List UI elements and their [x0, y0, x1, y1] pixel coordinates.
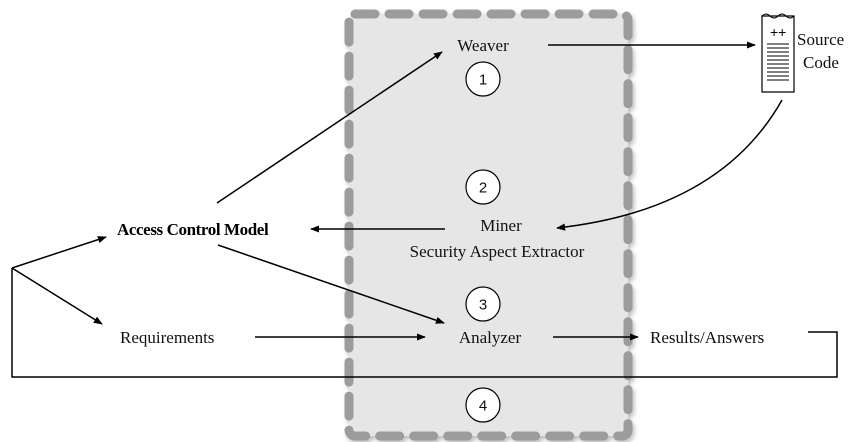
arrow-loop-to-requirements	[11, 267, 103, 325]
arrow-access-control-to-analyzer	[217, 244, 445, 324]
requirements-label: Requirements	[120, 328, 214, 347]
miner-label: Miner	[480, 216, 522, 235]
step-4-label: 4	[479, 398, 487, 415]
source-code-icon-text: ++	[770, 24, 786, 40]
tool-region-box	[344, 9, 633, 441]
access-control-model-label: Access Control Model	[117, 220, 269, 239]
step-1-label: 1	[479, 72, 487, 89]
step-2-label: 2	[479, 180, 487, 197]
step-4-marker: 4	[465, 387, 501, 423]
analyzer-label: Analyzer	[459, 328, 522, 347]
step-3-label: 3	[479, 297, 487, 314]
arrow-loop-to-access-control	[11, 236, 107, 269]
step-3-marker: 3	[465, 286, 501, 322]
source-code-document-icon: ++	[761, 13, 795, 93]
results-answers-label: Results/Answers	[650, 328, 764, 347]
step-2-marker: 2	[465, 169, 501, 205]
weaver-label: Weaver	[457, 36, 509, 55]
step-1-marker: 1	[465, 61, 501, 97]
feedback-loop-line	[11, 268, 838, 378]
security-aspect-extractor-label: Security Aspect Extractor	[410, 242, 585, 261]
arrow-access-control-to-weaver	[216, 51, 443, 204]
arrow-source-to-miner	[556, 99, 783, 231]
source-code-label-line2: Code	[803, 53, 839, 72]
source-code-label-line1: Source	[797, 30, 844, 49]
